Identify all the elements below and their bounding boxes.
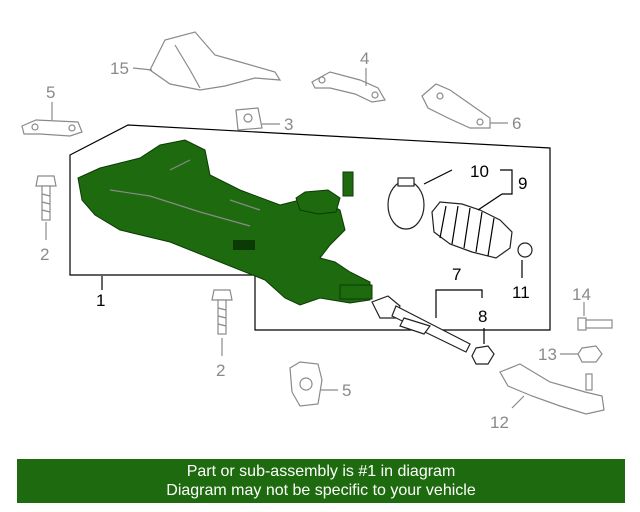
callout-6[interactable]: 6 xyxy=(512,114,521,133)
part-8-nut[interactable] xyxy=(471,345,495,365)
part-2-bolt-center[interactable] xyxy=(211,289,233,335)
part-5-bracket-lower[interactable] xyxy=(289,361,323,407)
leader-15 xyxy=(132,67,153,71)
part-15-cover[interactable] xyxy=(149,31,282,91)
callout-8[interactable]: 8 xyxy=(478,307,487,326)
banner-line-1: Part or sub-assembly is #1 in diagram xyxy=(186,463,456,480)
callout-5b[interactable]: 5 xyxy=(342,381,351,400)
leader-9 xyxy=(500,169,513,195)
part-1-steering-gear[interactable] xyxy=(77,139,373,306)
assembly-outline xyxy=(69,124,551,331)
callout-10[interactable]: 10 xyxy=(470,162,489,181)
callout-11[interactable]: 11 xyxy=(512,283,530,302)
callout-15[interactable]: 15 xyxy=(110,59,129,78)
parts-diagram: 15 4 6 3 5 2 xyxy=(21,31,613,432)
callout-14[interactable]: 14 xyxy=(572,285,591,304)
leader-12 xyxy=(511,395,525,409)
part-10-clamp[interactable] xyxy=(387,177,425,230)
part-9-boot[interactable] xyxy=(431,201,513,259)
leader-9b xyxy=(477,193,503,211)
part-11-clip[interactable] xyxy=(517,242,533,258)
callout-2a[interactable]: 2 xyxy=(40,245,49,264)
part-5-bracket-upper[interactable] xyxy=(21,119,83,137)
banner-line-2: Diagram may not be specific to your vehi… xyxy=(166,482,476,499)
callout-4[interactable]: 4 xyxy=(360,49,369,68)
part-13-nut[interactable] xyxy=(577,345,603,363)
leader-10 xyxy=(423,169,453,185)
callout-12[interactable]: 12 xyxy=(490,413,509,432)
info-banner: Part or sub-assembly is #1 in diagram Di… xyxy=(17,459,625,503)
part-7-tie-rod[interactable] xyxy=(371,295,471,353)
leader-7 xyxy=(435,289,483,318)
part-2-bolt-left[interactable] xyxy=(35,175,57,221)
part-12-tie-rod-end[interactable] xyxy=(499,363,605,415)
part-4-bracket[interactable] xyxy=(311,71,386,103)
part-14-bolt[interactable] xyxy=(577,317,613,331)
part-6-bracket[interactable] xyxy=(421,83,491,129)
callout-9[interactable]: 9 xyxy=(518,174,527,193)
part-3-clamp[interactable] xyxy=(235,107,263,131)
callout-5a[interactable]: 5 xyxy=(46,83,55,102)
callout-3[interactable]: 3 xyxy=(284,115,293,134)
callout-2b[interactable]: 2 xyxy=(216,361,225,380)
callout-1[interactable]: 1 xyxy=(96,291,105,310)
callout-13[interactable]: 13 xyxy=(538,345,557,364)
callout-7[interactable]: 7 xyxy=(452,265,461,284)
